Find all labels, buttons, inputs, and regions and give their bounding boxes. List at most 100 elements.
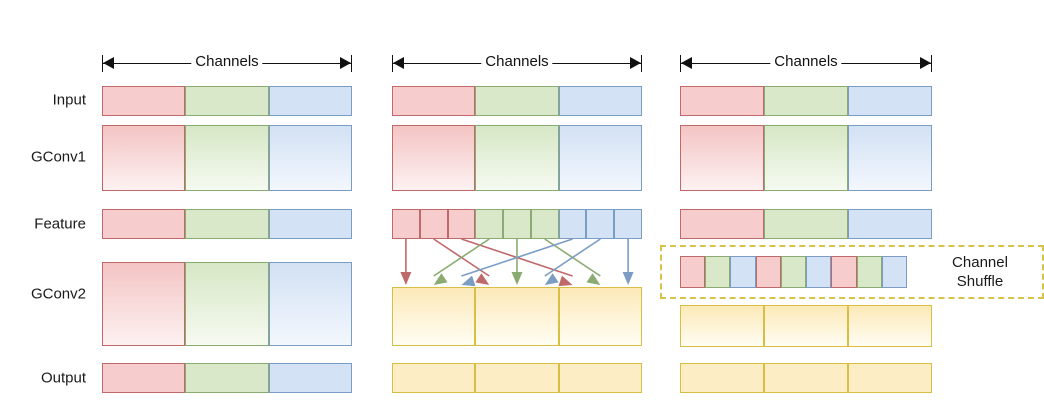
panel-c-feature-bar — [680, 209, 932, 239]
row-label-gconv1: GConv1 — [30, 148, 86, 166]
segment-group-2 — [185, 262, 269, 346]
segment-group-3 — [848, 363, 932, 393]
segment-group-1 — [102, 125, 186, 191]
axis-arrow-right — [340, 57, 351, 69]
shuffle-arrow-line — [461, 238, 573, 277]
channels-axis-panel-c: Channels — [680, 52, 932, 72]
axis-label: Channels — [770, 52, 842, 72]
panel-c-gconv2-bar — [680, 305, 932, 347]
feature-cell — [503, 209, 531, 239]
shuffle-cell — [806, 256, 832, 288]
segment-group-2 — [185, 125, 269, 191]
segment-group-1 — [392, 125, 476, 191]
panel-b-gconv2-bar — [392, 287, 642, 346]
shuffle-arrow-line — [433, 238, 490, 277]
shuffle-arrow-line — [461, 238, 573, 277]
segment-group-3 — [558, 363, 642, 393]
axis-cap-right — [351, 55, 352, 72]
segment-group-2 — [475, 125, 559, 191]
segment-group-1 — [680, 305, 764, 347]
axis-arrow-right — [630, 57, 641, 69]
shuffle-cell — [780, 256, 807, 288]
shuffle-cell — [705, 256, 731, 288]
panel-c-shuffle-cells — [680, 256, 907, 288]
feature-cell — [586, 209, 615, 239]
axis-arrow-left — [393, 57, 404, 69]
panel-b-input-bar — [392, 86, 642, 116]
segment-group-3 — [558, 287, 642, 346]
panel-a-gconv2-bar — [102, 262, 352, 346]
segment-group-3 — [558, 86, 642, 116]
shuffle-arrow-head — [461, 275, 476, 287]
segment-group-1 — [680, 209, 764, 239]
shuffle-arrow-line — [544, 238, 601, 277]
shuffle-arrow-head — [586, 273, 601, 285]
shuffle-cell — [730, 256, 756, 288]
segment-group-3 — [848, 305, 932, 347]
row-label-feature: Feature — [34, 215, 86, 233]
segment-group-3 — [268, 363, 352, 393]
segment-group-3 — [268, 209, 352, 239]
axis-arrow-right — [920, 57, 931, 69]
segment-group-2 — [185, 86, 269, 116]
shuffle-arrow-line — [433, 238, 490, 277]
shuffle-arrow-head — [433, 273, 448, 285]
channel-shuffle-box — [660, 245, 1044, 299]
feature-cell — [392, 209, 420, 239]
segment-group-1 — [392, 287, 476, 346]
panel-c-gconv1-bar — [680, 125, 932, 191]
shuffle-cell — [881, 256, 907, 288]
shuffle-cell — [755, 256, 781, 288]
segment-group-1 — [392, 86, 476, 116]
feature-cell — [558, 209, 587, 239]
panel-a-feature-bar — [102, 209, 352, 239]
axis-label: Channels — [481, 52, 553, 72]
feature-cell — [475, 209, 504, 239]
axis-arrow-left — [103, 57, 114, 69]
segment-group-3 — [848, 86, 932, 116]
segment-group-1 — [680, 363, 764, 393]
axis-cap-right — [641, 55, 642, 72]
shuffle-arrow-head — [475, 273, 490, 285]
feature-cell — [614, 209, 643, 239]
segment-group-1 — [102, 209, 186, 239]
segment-group-2 — [475, 86, 559, 116]
segment-group-1 — [102, 363, 186, 393]
row-label-gconv2: GConv2 — [30, 285, 86, 303]
segment-group-2 — [185, 209, 269, 239]
feature-cell — [530, 209, 559, 239]
panel-b-gconv1-bar — [392, 125, 642, 191]
axis-cap-left — [102, 55, 103, 72]
panel-a-output-bar — [102, 363, 352, 393]
panel-a-input-bar — [102, 86, 352, 116]
feature-cell — [447, 209, 476, 239]
panel-c-input-bar — [680, 86, 932, 116]
row-label-input: Input — [52, 91, 86, 109]
segment-group-3 — [558, 125, 642, 191]
segment-group-3 — [268, 125, 352, 191]
panel-b-output-bar — [392, 363, 642, 393]
segment-group-1 — [102, 86, 186, 116]
segment-group-2 — [764, 305, 848, 347]
segment-group-3 — [268, 86, 352, 116]
panel-b-feature-cells — [392, 209, 643, 239]
feature-cell — [419, 209, 448, 239]
segment-group-1 — [680, 125, 764, 191]
segment-group-1 — [680, 86, 764, 116]
shuffle-cell — [680, 256, 706, 288]
segment-group-2 — [185, 363, 269, 393]
segment-group-2 — [475, 363, 559, 393]
segment-group-3 — [848, 209, 932, 239]
shuffle-arrow-head — [511, 272, 523, 285]
channel-shuffle-label: Channel Shuffle — [930, 253, 1030, 291]
segment-group-2 — [764, 363, 848, 393]
shuffle-arrow-head — [544, 273, 559, 285]
axis-arrow-left — [681, 57, 692, 69]
shuffle-arrow-head — [400, 272, 412, 285]
shuffle-arrow-line — [544, 238, 601, 277]
panel-c-output-bar — [680, 363, 932, 393]
axis-cap-left — [680, 55, 681, 72]
segment-group-2 — [764, 209, 848, 239]
axis-label: Channels — [191, 52, 263, 72]
